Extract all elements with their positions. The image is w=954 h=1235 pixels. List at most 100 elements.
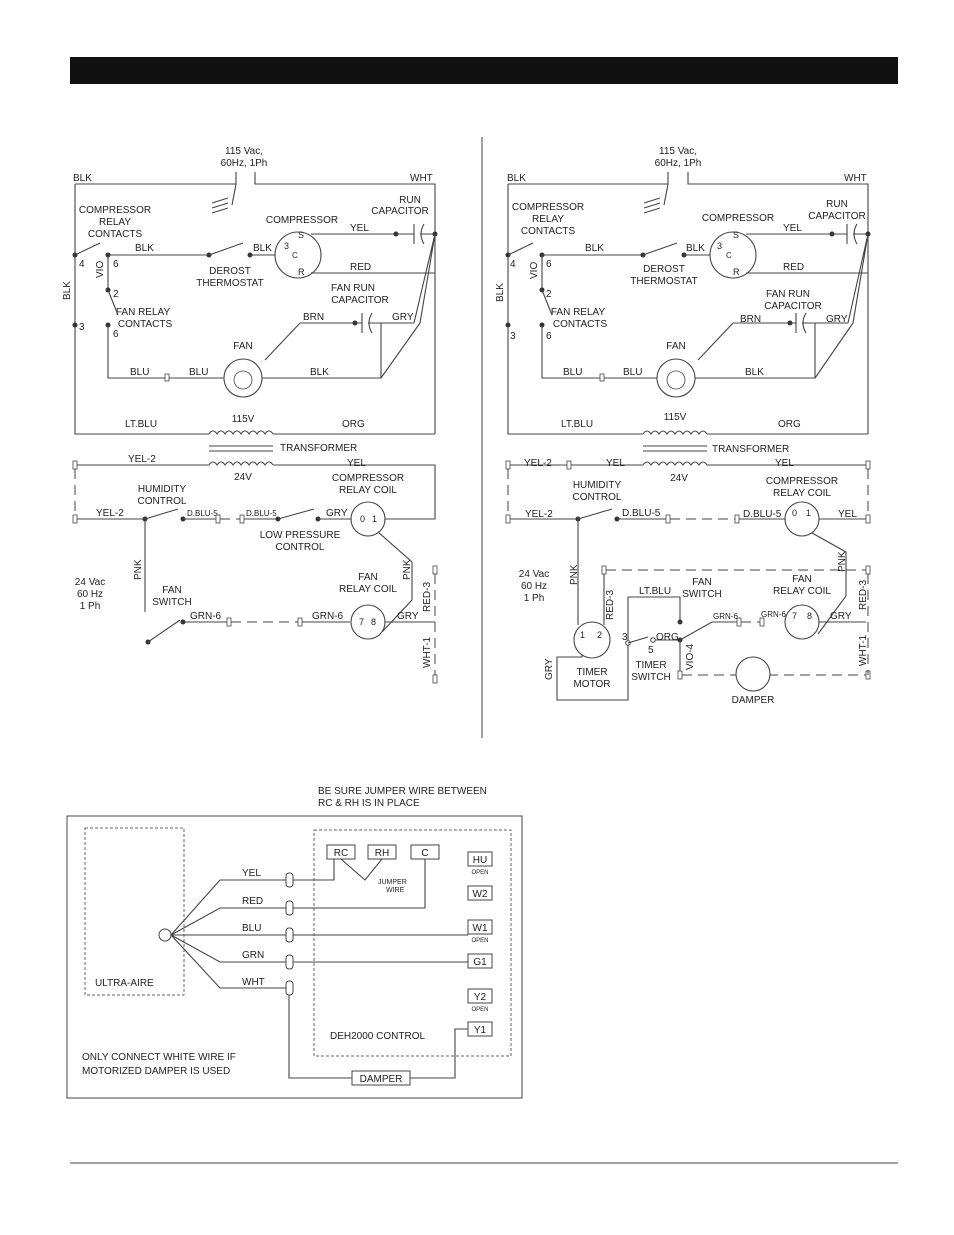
terminal-w2-label: W2 xyxy=(473,889,488,900)
terminal-c: C xyxy=(292,251,298,260)
r-red-label: RED xyxy=(783,262,804,273)
r-wht1-label: WHT-1 xyxy=(858,634,869,666)
harness-connector xyxy=(158,928,172,942)
r-fan-run-cap-l2: CAPACITOR xyxy=(764,301,821,312)
header-bar xyxy=(70,57,898,84)
supply-freq-label: 60Hz, 1Ph xyxy=(221,158,268,169)
blk-supply-label: BLK xyxy=(73,173,92,184)
r-fan-relay-coil xyxy=(784,604,820,640)
r-fan-coil-terminal-8: 8 xyxy=(807,611,812,621)
v24-label: 24V xyxy=(234,472,252,483)
fan-label: FAN xyxy=(233,341,252,352)
thermostat-label: THERMOSTAT xyxy=(196,278,263,289)
r-comp-coil-l2: RELAY COIL xyxy=(773,488,831,499)
comp-relay-coil-l2: RELAY COIL xyxy=(339,485,397,496)
relay-contacts-l2: RELAY xyxy=(99,217,131,228)
jumper-note-l1: BE SURE JUMPER WIRE BETWEEN xyxy=(318,786,487,797)
timer-terminal-1: 1 xyxy=(580,630,585,640)
r-gry-fan-label: GRY xyxy=(830,611,852,622)
compressor-label: COMPRESSOR xyxy=(266,215,338,226)
r-blk-thermostat-label: BLK xyxy=(686,243,705,254)
terminal-3: 3 xyxy=(79,322,85,333)
ultra-aire-box xyxy=(84,827,185,996)
r-terminal-4: 4 xyxy=(510,259,516,270)
vio4-label: VIO-4 xyxy=(685,643,696,670)
yel2-top-label: YEL-2 xyxy=(128,454,156,465)
terminal-6b: 6 xyxy=(113,329,119,340)
r-supply-label: 115 Vac, xyxy=(659,146,697,157)
r-relay-contacts-l2: RELAY xyxy=(532,214,564,225)
white-wire-note-l1: ONLY CONNECT WHITE WIRE IF xyxy=(82,1052,236,1063)
blk-wire-label: BLK xyxy=(135,243,154,254)
r-pnk-label: PNK xyxy=(569,564,580,585)
timer-motor xyxy=(573,621,611,659)
r-blu-label-2: BLU xyxy=(623,367,642,378)
terminal-y2-note: OPEN xyxy=(471,1007,488,1013)
timer-switch-terminal-3: 3 xyxy=(622,632,628,643)
compressor-relay-coil xyxy=(350,501,386,537)
terminal-y1-label: Y1 xyxy=(474,1025,487,1036)
relay-contacts-l1: COMPRESSOR xyxy=(79,205,151,216)
jumper-note-l2: RC & RH IS IN PLACE xyxy=(318,798,420,809)
timer-switch-l1: TIMER xyxy=(635,660,666,671)
wht1-label: WHT-1 xyxy=(422,636,433,668)
humidity-l1: HUMIDITY xyxy=(138,484,187,495)
r-fan-relay-l1: FAN RELAY xyxy=(551,307,606,318)
r-ltblu-fanswitch-label: LT.BLU xyxy=(639,586,671,597)
r-red3-label: RED-3 xyxy=(858,580,869,610)
vio-wire-label: VIO xyxy=(95,261,106,278)
r-run-cap-l1: RUN xyxy=(826,199,848,210)
transformer-label: TRANSFORMER xyxy=(280,443,357,454)
wht-supply-label: WHT xyxy=(410,173,433,184)
r-ltblu-label: LT.BLU xyxy=(561,419,593,430)
r-grn6-label-2: GRN-6 xyxy=(761,610,786,619)
lv-label-3: 1 Ph xyxy=(80,601,101,612)
wire-grn-label: GRN xyxy=(242,950,264,961)
left-schematic: 115 Vac, 60Hz, 1Ph BLK WHT 4 3 BLK COMPR… xyxy=(62,146,438,684)
terminal-w1-label: W1 xyxy=(473,923,488,934)
terminal-y2-label: Y2 xyxy=(474,992,487,1003)
r-relay-contacts-l3: CONTACTS xyxy=(521,226,576,237)
r-grn6-label-1: GRN-6 xyxy=(713,612,738,621)
r-compressor-relay-coil xyxy=(784,501,820,537)
white-wire-note-l2: MOTORIZED DAMPER IS USED xyxy=(82,1066,230,1077)
coil-terminal-1: 1 xyxy=(372,514,377,524)
r-coil-terminal-1: 1 xyxy=(806,508,811,518)
r-fan-coil-terminal-7: 7 xyxy=(792,611,797,621)
red3-label: RED-3 xyxy=(422,582,433,612)
r-terminal-c: C xyxy=(726,251,732,260)
r-terminal-3: 3 xyxy=(510,331,516,342)
r-transformer-label: TRANSFORMER xyxy=(712,444,789,455)
r-terminal-2: 2 xyxy=(546,289,552,300)
run-capacitor-l1: RUN xyxy=(399,195,421,206)
compressor-motor xyxy=(274,231,322,279)
r-yel2-top-label: YEL-2 xyxy=(524,458,552,469)
wire-wht-label: WHT xyxy=(242,977,265,988)
fan-run-cap-l1: FAN RUN xyxy=(331,283,375,294)
fan-coil-terminal-7: 7 xyxy=(359,617,364,627)
terminal-w2 xyxy=(467,885,493,901)
right-schematic: 115 Vac, 60Hz, 1Ph BLK WHT 4 3 BLK COMPR… xyxy=(495,146,871,706)
r-yel-coil-label: YEL xyxy=(838,509,857,520)
jumper-label-l1: JUMPER xyxy=(378,879,407,886)
damper-terminal-label: DAMPER xyxy=(360,1074,403,1085)
pnk-right-label: PNK xyxy=(402,559,413,580)
r-coil-terminal-0: 0 xyxy=(792,508,797,518)
damper-label: DAMPER xyxy=(732,695,775,706)
blk-thermostat-label: BLK xyxy=(253,243,272,254)
terminal-hu-note: OPEN xyxy=(471,870,488,876)
terminal-rh-label: RH xyxy=(375,848,389,859)
r-v24-label: 24V xyxy=(670,473,688,484)
yel-label: YEL xyxy=(350,223,369,234)
blk-fan-label: BLK xyxy=(310,367,329,378)
r-brn-label: BRN xyxy=(740,314,761,325)
timer-switch-terminal-5: 5 xyxy=(648,645,654,656)
fan-relay-contacts-l1: FAN RELAY xyxy=(116,307,171,318)
yel-secondary-label: YEL xyxy=(347,458,366,469)
comp-relay-coil-l1: COMPRESSOR xyxy=(332,473,404,484)
r-terminal-6b: 6 xyxy=(546,331,552,342)
red-label: RED xyxy=(350,262,371,273)
r-humidity-l2: CONTROL xyxy=(573,492,622,503)
r-yel-mid-label: YEL xyxy=(606,458,625,469)
